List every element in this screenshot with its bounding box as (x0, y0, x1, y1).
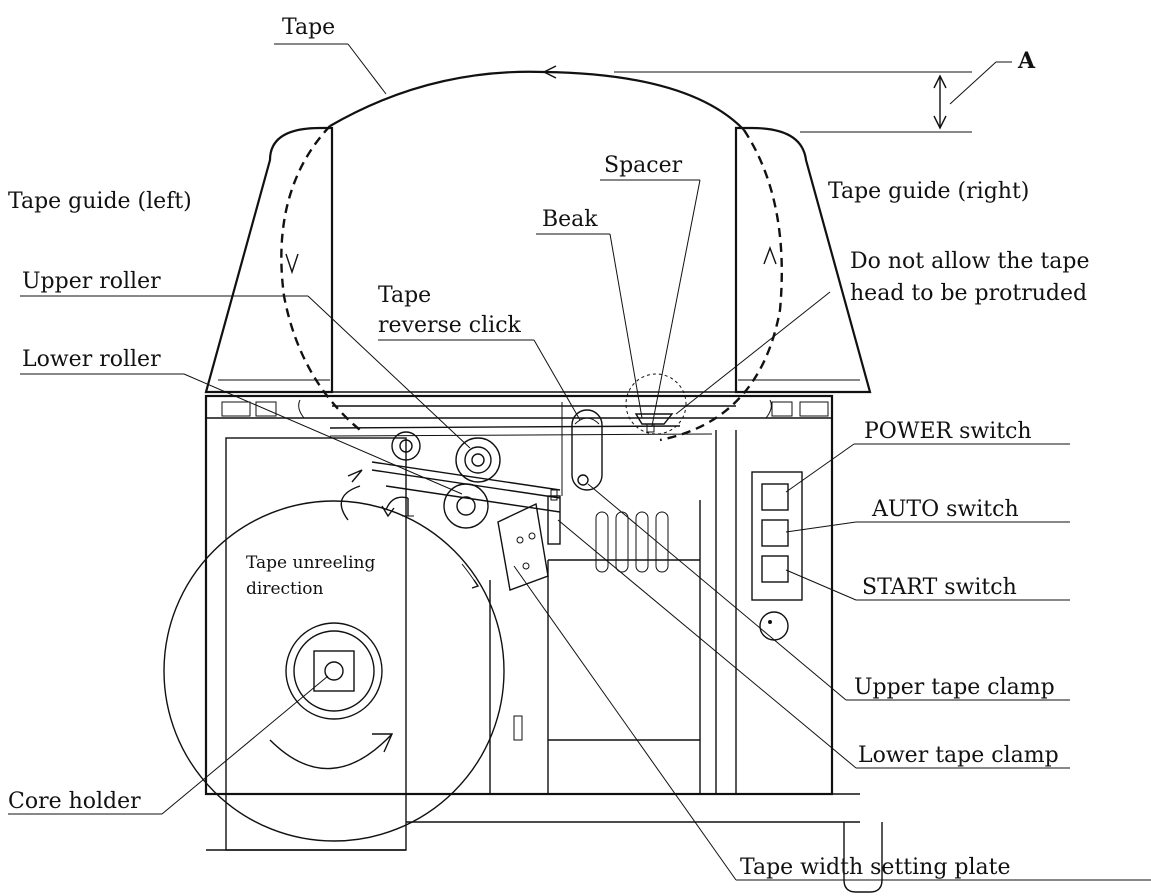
lower-roller (443, 483, 489, 529)
label-lower-tape-clamp: Lower tape clamp (858, 743, 1059, 768)
label-lower-roller: Lower roller (22, 347, 161, 372)
label-core-holder: Core holder (8, 789, 141, 814)
tape-guide-left (204, 126, 334, 419)
label-tape-reverse-line1: Tape (378, 283, 431, 308)
auto-switch-button (761, 519, 789, 547)
label-auto-switch: AUTO switch (871, 497, 1019, 522)
start-switch-button (761, 555, 789, 583)
beak-spacer-plate (329, 413, 713, 437)
label-unreel-line1: Tape unreeling (246, 553, 375, 573)
label-unreel-line2: direction (246, 579, 324, 599)
leader-lines (8, 43, 1151, 881)
label-spacer: Spacer (604, 153, 683, 178)
label-upper-roller: Upper roller (22, 269, 161, 294)
label-power-switch: POWER switch (864, 419, 1032, 444)
tape-loop (280, 65, 783, 483)
label-protrude-line1: Do not allow the tape (850, 249, 1089, 274)
power-switch-button (761, 483, 789, 511)
roller-mechanism (371, 431, 589, 591)
tape-reel (163, 485, 505, 842)
label-tape-width-plate: Tape width setting plate (740, 855, 1011, 880)
tape-guide-right (734, 126, 872, 419)
label-upper-tape-clamp: Upper tape clamp (854, 675, 1055, 700)
tape-reverse-click (561, 402, 603, 496)
upper-roller (455, 437, 501, 483)
machine-body (204, 394, 883, 893)
label-tape-reverse-line2: reverse click (378, 313, 522, 338)
label-tape-guide-left: Tape guide (left) (8, 189, 192, 214)
label-tape-guide-right: Tape guide (right) (828, 179, 1029, 204)
center-panel (332, 391, 736, 407)
dimension-a (614, 61, 1012, 133)
label-start-switch: START switch (862, 575, 1017, 600)
label-tape: Tape (282, 15, 335, 40)
label-beak: Beak (542, 207, 598, 232)
label-protrude-line2: head to be protruded (850, 281, 1087, 306)
core-holder-center (324, 661, 344, 681)
label-a: A (1017, 48, 1036, 74)
